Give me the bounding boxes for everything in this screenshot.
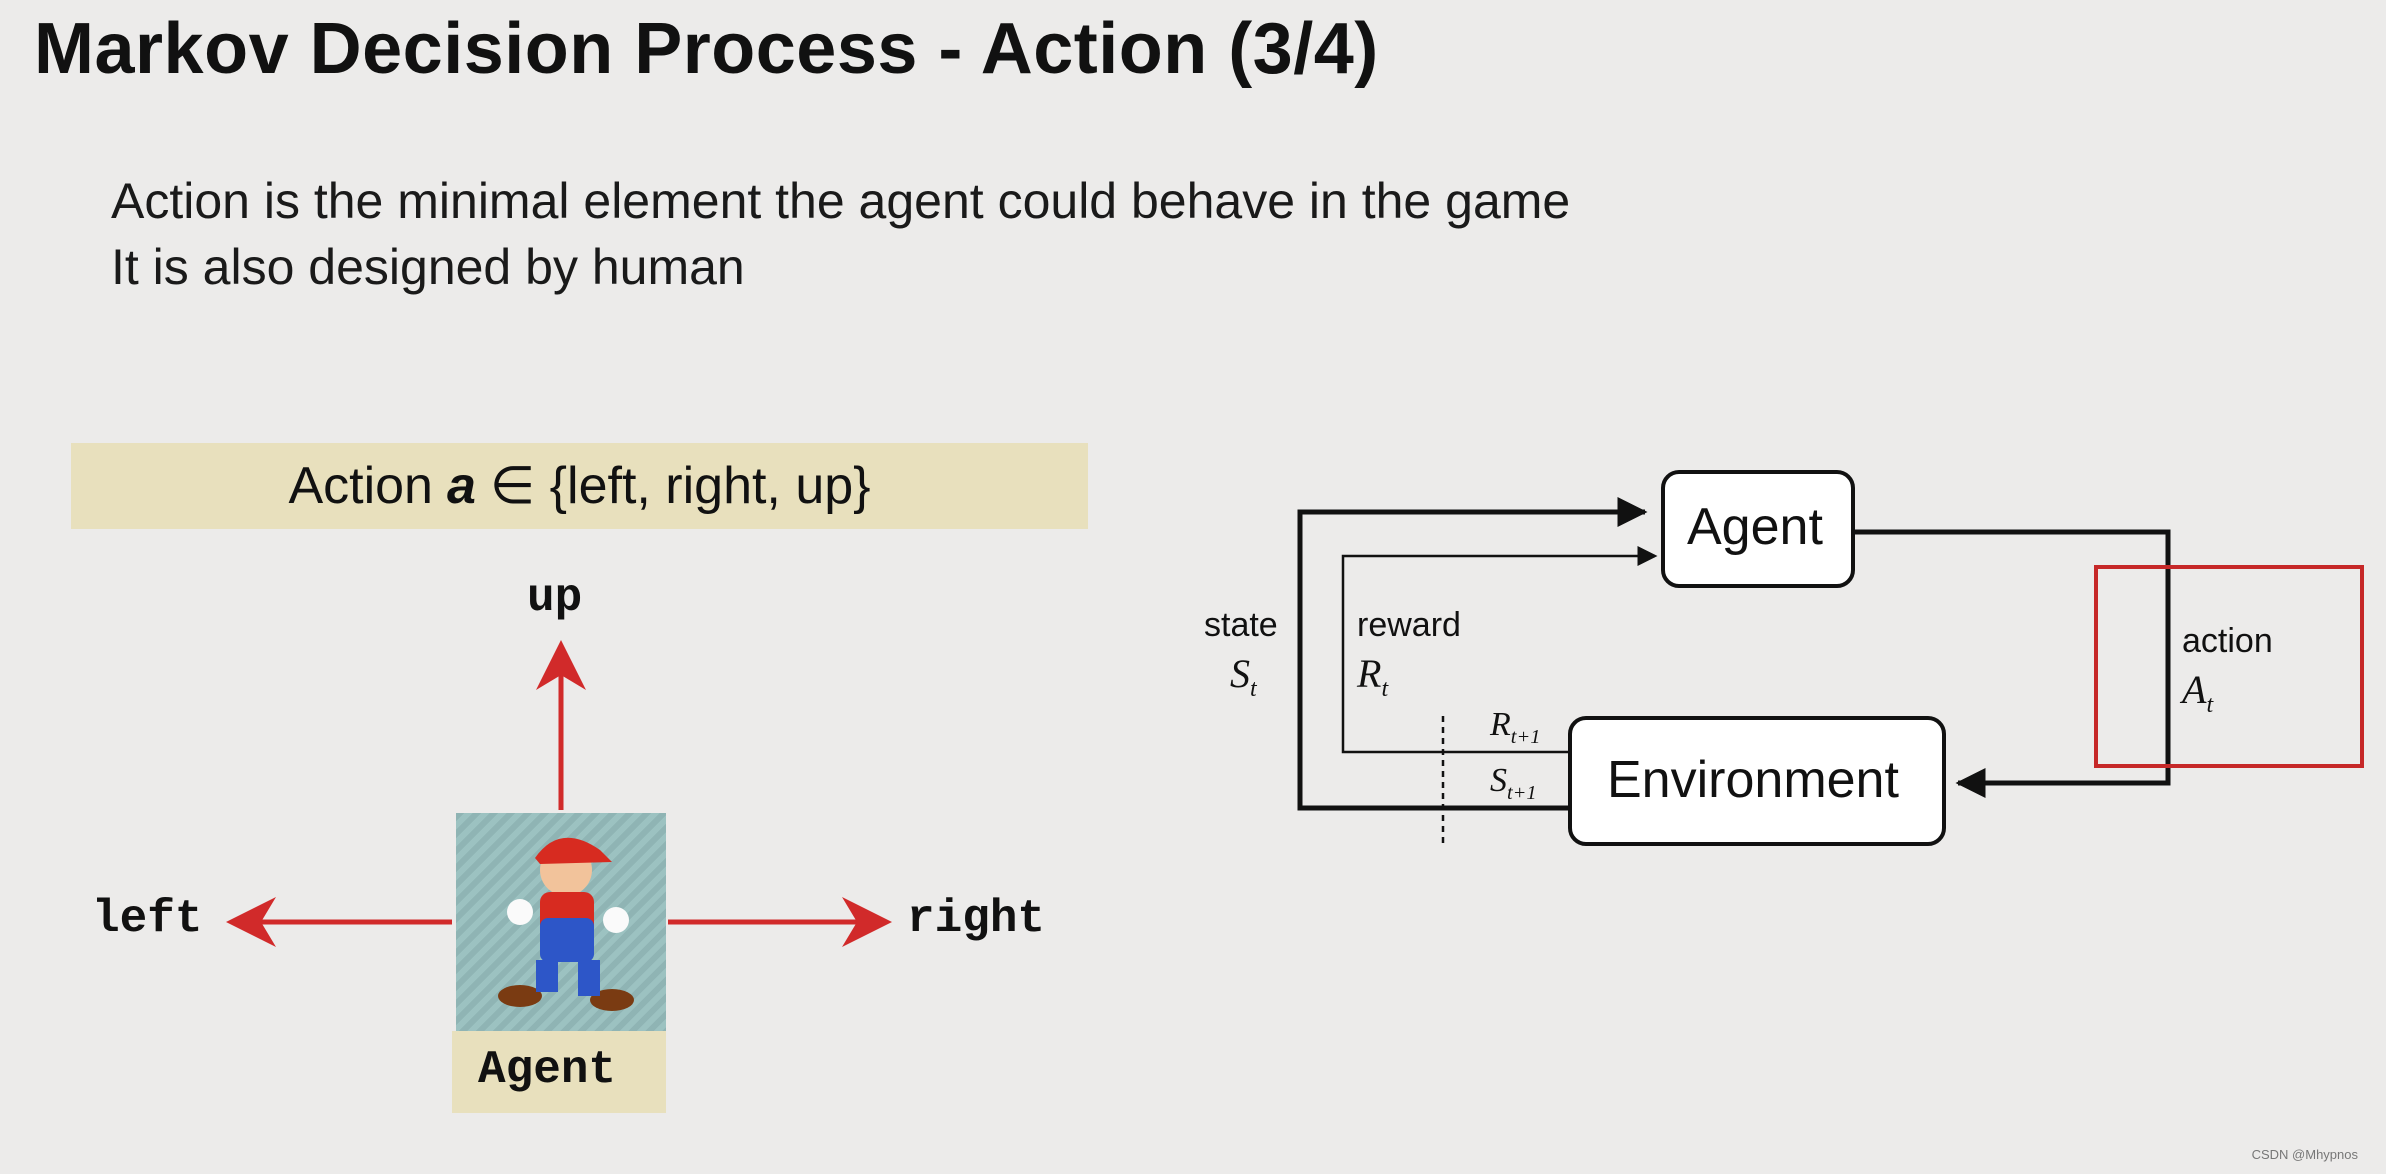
environment-box-label: Environment — [1607, 751, 1899, 809]
reward-path — [1341, 546, 1658, 754]
reward-word: reward — [1357, 606, 1461, 644]
action-set: ∈ {left, right, up} — [489, 457, 871, 515]
state-symbol: St — [1230, 651, 1257, 702]
action-set-banner: Action a ∈ {left, right, up} — [71, 443, 1088, 529]
up-label: up — [527, 572, 583, 624]
bullet-list: Action is the minimal element the agent … — [111, 168, 1570, 300]
agent-label-box — [452, 1031, 666, 1113]
agent-box — [1661, 470, 1855, 588]
footer-credit: CSDN @Mhypnos — [2251, 1147, 2358, 1162]
environment-box — [1568, 716, 1946, 846]
left-label: left — [92, 893, 203, 945]
right-label: right — [907, 893, 1046, 945]
action-highlight — [2094, 565, 2364, 768]
next-reward-label: Rt+1 — [1490, 706, 1541, 748]
action-prefix: Action — [288, 457, 433, 515]
next-state-label: St+1 — [1490, 762, 1537, 804]
action-symbol: a — [446, 457, 476, 515]
bullet-2: It is also designed by human — [111, 239, 745, 295]
bullet-1: Action is the minimal element the agent … — [111, 173, 1571, 229]
slide-title: Markov Decision Process - Action (3/4) — [34, 9, 1379, 89]
reward-symbol: Rt — [1357, 651, 1389, 702]
state-path — [1297, 497, 1648, 811]
agent-box-label: Agent — [1687, 498, 1823, 556]
action-word: action — [2182, 622, 2273, 660]
action-path — [1853, 529, 2171, 798]
mario-figure — [498, 837, 634, 1011]
agent-caption: Agent — [478, 1044, 617, 1096]
action-symbol-label: At — [2182, 667, 2214, 718]
state-word: state — [1204, 606, 1278, 644]
